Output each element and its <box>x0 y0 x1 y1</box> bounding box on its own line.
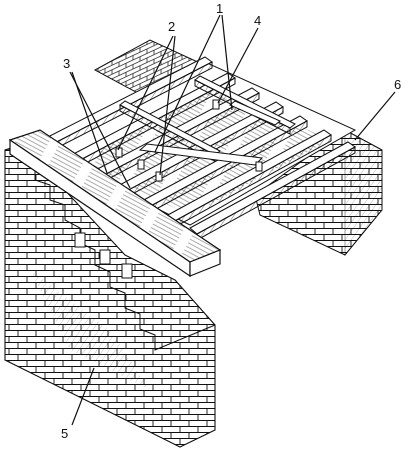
callout-4: 4 <box>254 13 261 28</box>
callout-2: 2 <box>168 19 175 34</box>
wall-plank <box>8 129 222 278</box>
joist-hangers <box>115 99 263 182</box>
trimmer-beams <box>119 75 296 166</box>
callouts: 1 2 3 4 5 6 <box>61 1 401 441</box>
callout-3: 3 <box>63 56 70 71</box>
callout-5: 5 <box>61 426 68 441</box>
front-brick-wall <box>4 139 216 448</box>
leader-lines <box>69 14 396 426</box>
right-brick-wall <box>254 129 383 257</box>
callout-1: 1 <box>216 1 223 16</box>
callout-6: 6 <box>394 77 401 92</box>
